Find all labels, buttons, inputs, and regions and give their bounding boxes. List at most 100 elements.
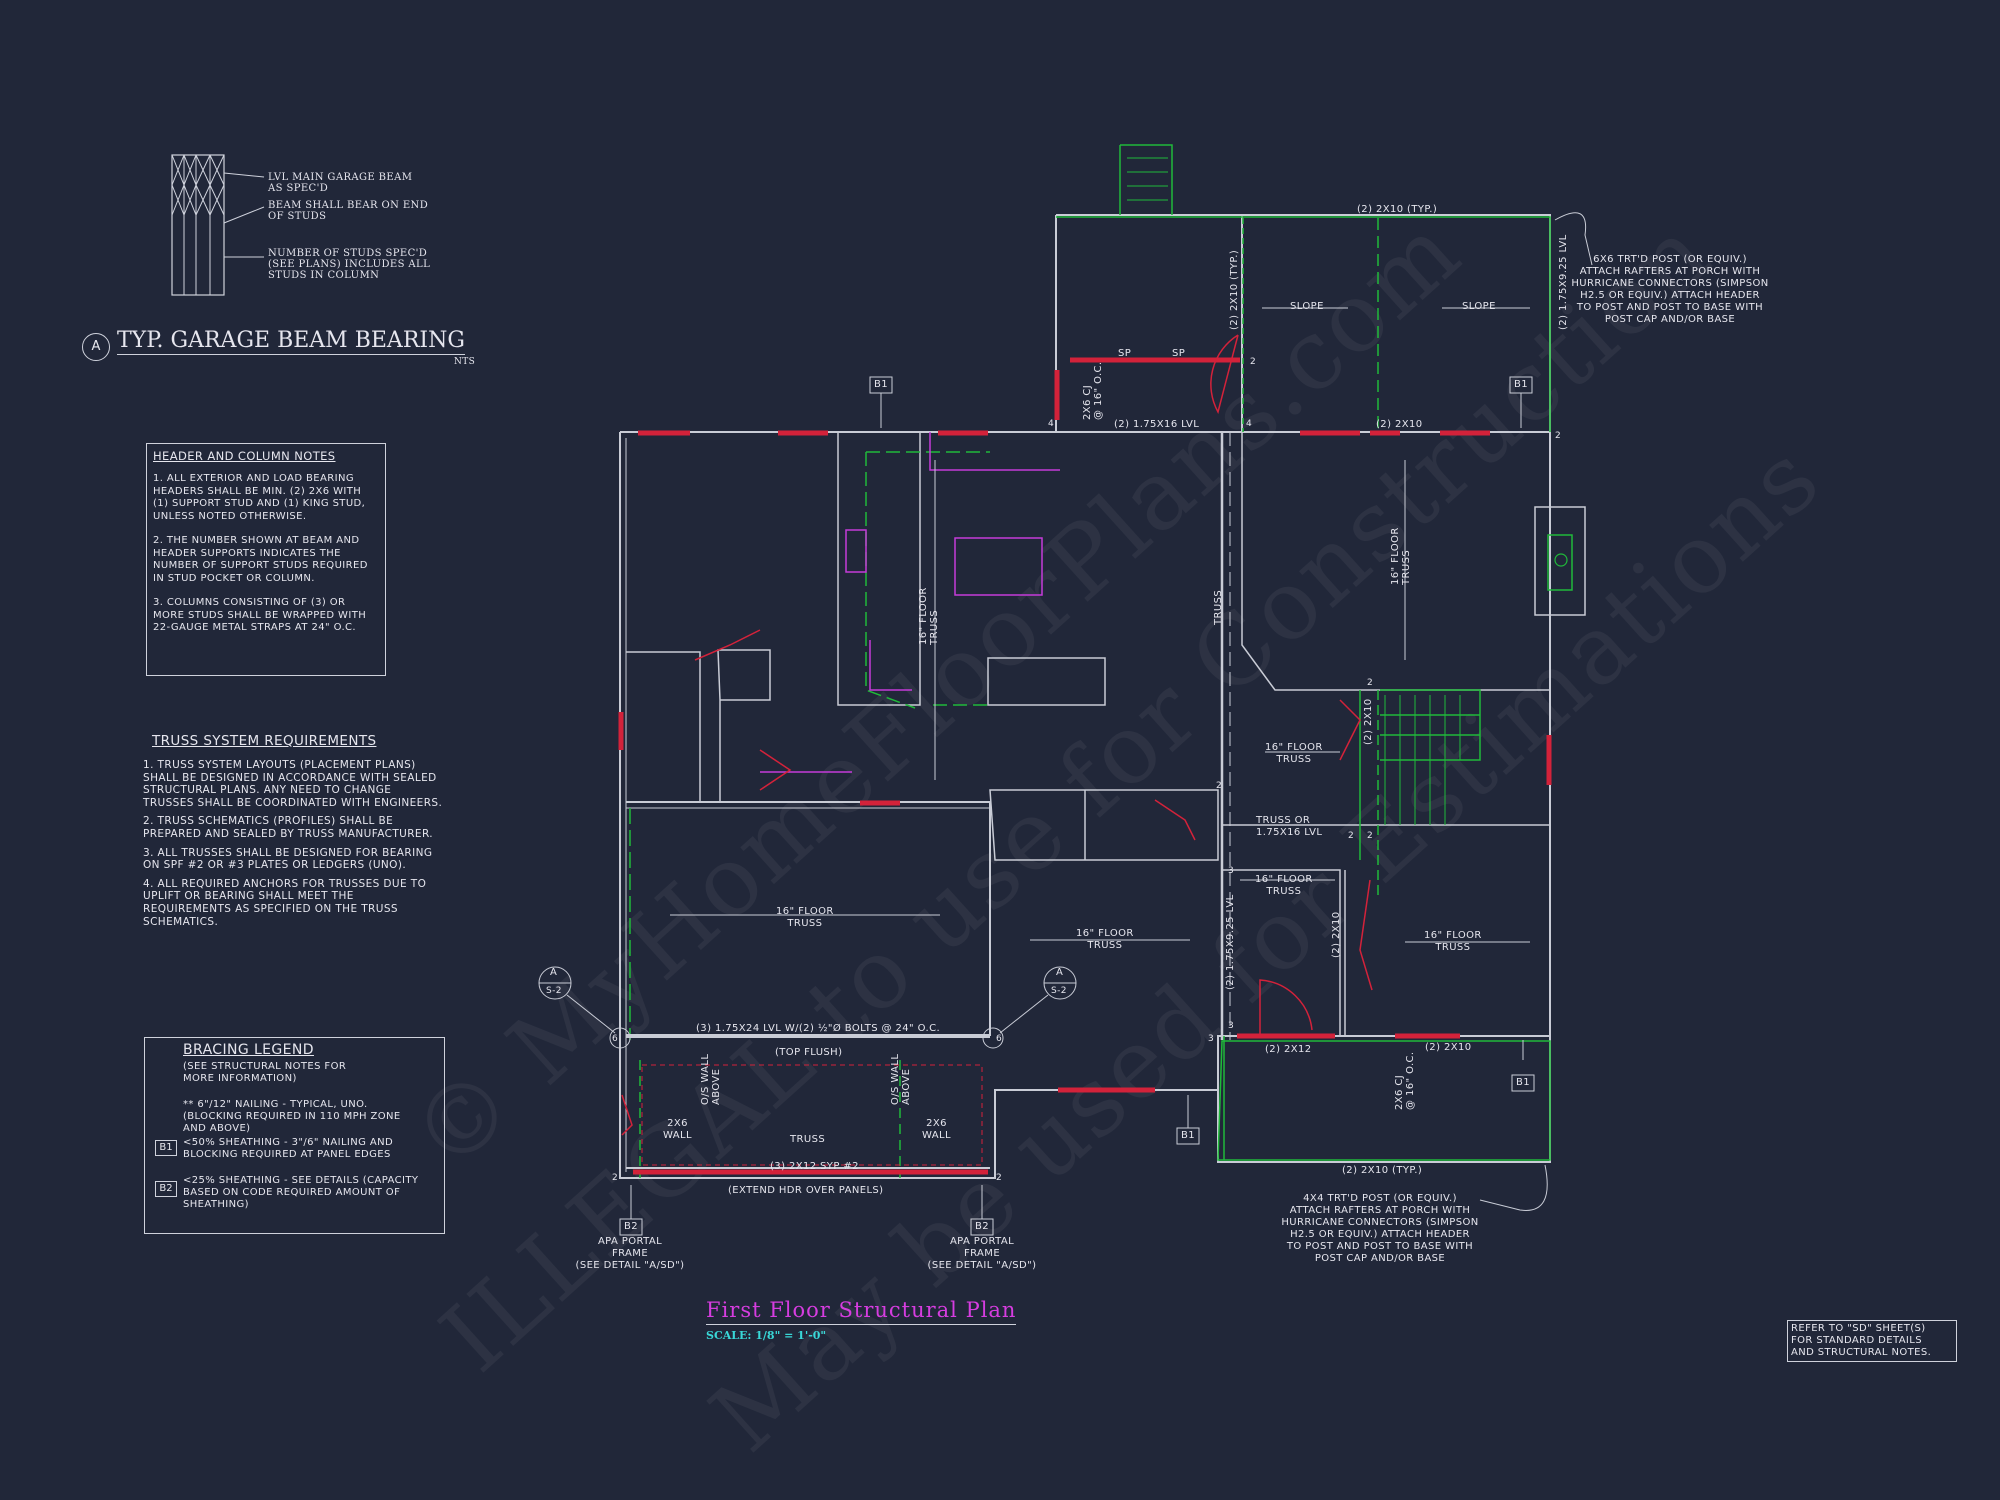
label-truss-garage: TRUSS	[790, 1134, 826, 1145]
osw-r-1: O/S WALL	[890, 1053, 901, 1105]
ft-k-2: TRUSS	[929, 609, 940, 645]
label-2x6-wall-left: 2x6WALL	[663, 1118, 692, 1142]
tag-b2-left: B2	[624, 1221, 639, 1232]
portal-r-3: (SEE DETAIL "A/SD")	[927, 1260, 1037, 1271]
label-lvl-mid: (2) 1.75x9.25 LVL	[1225, 894, 1236, 990]
label-lvl-porch: (2) 1.75x9.25 LVL	[1558, 234, 1569, 330]
portal-r-2: FRAME	[963, 1248, 1001, 1259]
section-sheet-left: S-2	[546, 986, 562, 996]
portal-l-1: APA PORTAL	[597, 1236, 663, 1247]
refer-2: FOR STANDARD DETAILS	[1791, 1335, 1923, 1346]
pr-2: ATTACH RAFTERS AT PORCH WITH	[1579, 266, 1761, 277]
label-truss-or-lvl: TRUSS OR1.75x16 LVL	[1256, 815, 1322, 839]
ft-b-1: 16" FLOOR	[1424, 930, 1482, 941]
bracing-nailing: ** 6"/12" NAILING - TYPICAL, UNO. (BLOCK…	[183, 1099, 401, 1134]
callout-studs-column: STUDS IN COLUMN	[268, 270, 380, 281]
bracing-b1-text: <50% SHEATHING - 3"/6" NAILING AND BLOCK…	[183, 1137, 394, 1160]
osw-l-1: O/S WALL	[700, 1053, 711, 1105]
ft-k-1: 16" FLOOR	[918, 587, 929, 645]
bracing-title: BRACING LEGEND	[183, 1042, 314, 1058]
stud-count-3: 2	[1250, 357, 1257, 367]
bracing-subtitle: (SEE STRUCTURAL NOTES FOR MORE INFORMATI…	[183, 1061, 347, 1084]
portal-l-3: (SEE DETAIL "A/SD")	[575, 1260, 685, 1271]
w-l-2: WALL	[663, 1130, 692, 1141]
pf-4: H2.5 OR EQUIV.) ATTACH HEADER	[1290, 1229, 1470, 1240]
ft-o-1: 16" FLOOR	[1255, 874, 1313, 885]
label-typ-bottom: (2) 2x10 (TYP.)	[1342, 1165, 1423, 1176]
label-hdr-front: (2) 2x10	[1425, 1042, 1472, 1053]
pr-6: POST CAP AND/OR BASE	[1604, 314, 1736, 325]
section-sheet-right: S-2	[1051, 986, 1067, 996]
ft-gr-1: 16" FLOOR	[1076, 928, 1134, 939]
w-l-1: 2x6	[667, 1118, 688, 1129]
osw-r-2: ABOVE	[901, 1068, 912, 1105]
stud-count-10: 6	[612, 1034, 619, 1044]
label-sp-2: SP	[1172, 348, 1186, 359]
bracing-legend-box: BRACING LEGEND (SEE STRUCTURAL NOTES FOR…	[144, 1037, 445, 1234]
bracing-b1-tag: B1	[155, 1140, 177, 1156]
ft-g-1: 16" FLOOR	[776, 906, 834, 917]
portal-note-right: APA PORTAL FRAME (SEE DETAIL "A/SD")	[927, 1236, 1037, 1272]
pf-5: TO POST AND POST TO BASE WITH	[1286, 1241, 1474, 1252]
stud-count-4: 2	[1555, 431, 1562, 441]
garage-wall	[626, 801, 991, 1036]
section-a-right: A	[1056, 967, 1064, 978]
post-note-rear: 6x6 TRT'D POST (OR EQUIV.) ATTACH RAFTER…	[1570, 254, 1770, 326]
detail-title: TYP. GARAGE BEAM BEARING	[117, 328, 465, 355]
label-truss-center: TRUSS	[1213, 589, 1224, 625]
pr-4: H2.5 OR EQUIV.) ATTACH HEADER	[1580, 290, 1760, 301]
stud-count-12: 2	[612, 1173, 619, 1183]
truss-note-1: 1. TRUSS SYSTEM LAYOUTS (PLACEMENT PLANS…	[143, 759, 443, 809]
garage-beam-detail-drawing	[171, 154, 265, 296]
label-hdr-office: (2) 2x10	[1331, 911, 1342, 958]
stud-count-2: 4	[1246, 419, 1253, 429]
header-note-3: 3. COLUMNS CONSISTING OF (3) OR MORE STU…	[153, 597, 367, 633]
detail-marker: A	[82, 333, 110, 361]
pf-3: HURRICANE CONNECTORS (SIMPSON	[1281, 1217, 1479, 1228]
ft-g-2: TRUSS	[787, 918, 823, 929]
label-hdr-rear: (2) 2x10	[1376, 419, 1423, 430]
ft-s-1: 16" FLOOR	[1265, 742, 1323, 753]
tag-b1-front-right: B1	[1516, 1077, 1531, 1088]
ft-s-2: TRUSS	[1276, 754, 1312, 765]
bracing-b2-text: <25% SHEATHING - SEE DETAILS (CAPACITY B…	[183, 1175, 419, 1210]
stud-count-15: 2	[1367, 831, 1374, 841]
w-r-1: 2x6	[926, 1118, 947, 1129]
ft-o-2: TRUSS	[1266, 886, 1302, 897]
cj-rear-1: 2x6 CJ	[1082, 384, 1093, 420]
pr-3: HURRICANE CONNECTORS (SIMPSON	[1571, 278, 1769, 289]
detail-callouts: LVL MAIN GARAGE BEAM AS SPEC'D BEAM SHAL…	[268, 172, 430, 281]
callout-end-studs: OF STUDS	[268, 211, 327, 222]
stud-count-13: 2	[996, 1173, 1003, 1183]
truss-note-3: 3. ALL TRUSSES SHALL BE DESIGNED FOR BEA…	[143, 846, 433, 872]
detail-scale: NTS	[454, 357, 476, 367]
label-slope-right: SLOPE	[1462, 301, 1496, 312]
label-hdr-stair: (2) 2x10	[1363, 698, 1374, 745]
truss-note-2: 2. TRUSS SCHEMATICS (PROFILES) SHALL BE …	[143, 815, 434, 840]
portal-l-2: FRAME	[611, 1248, 649, 1259]
stud-count-7: 3	[1228, 866, 1235, 876]
label-hdr-2x12: (2) 2x12	[1265, 1044, 1312, 1055]
cj-rear-2: @ 16" O.C.	[1093, 361, 1104, 421]
cj-f-1: 2x6 CJ	[1394, 1074, 1405, 1110]
pr-1: 6x6 TRT'D POST (OR EQUIV.)	[1593, 254, 1747, 265]
tol-1: TRUSS OR	[1256, 815, 1311, 826]
ft-f-1: 16" FLOOR	[1390, 527, 1401, 585]
refer-note: REFER TO "SD" SHEET(S) FOR STANDARD DETA…	[1787, 1320, 1957, 1362]
section-a-left: A	[550, 967, 558, 978]
tag-b2-right: B2	[975, 1221, 990, 1232]
pf-6: POST CAP AND/OR BASE	[1314, 1253, 1446, 1264]
label-cj-rear: 2x6 CJ@ 16" O.C.	[1082, 362, 1104, 421]
refer-1: REFER TO "SD" SHEET(S)	[1791, 1323, 1926, 1334]
pr-5: TO POST AND POST TO BASE WITH	[1576, 302, 1764, 313]
truss-note-4: 4. ALL REQUIRED ANCHORS FOR TRUSSES DUE …	[143, 877, 427, 928]
label-hdr-vertical: (2) 2x10 (TYP.)	[1229, 249, 1240, 330]
bracing-b2-tag: B2	[155, 1181, 177, 1197]
